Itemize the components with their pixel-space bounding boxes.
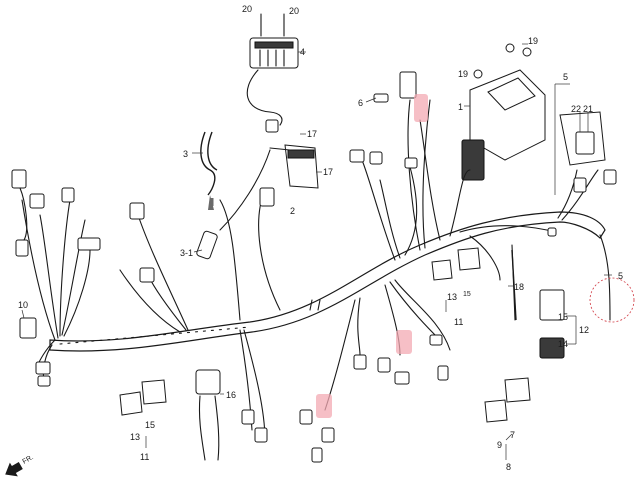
callout-5a: 5 xyxy=(563,72,568,82)
highlight-marks xyxy=(316,94,635,418)
center-connectors xyxy=(259,71,617,237)
callout-12: 12 xyxy=(579,325,589,335)
connector-left-6 xyxy=(129,202,145,220)
main-wire-harness xyxy=(49,211,606,352)
callout-16: 16 xyxy=(226,390,236,400)
relay-8 xyxy=(484,377,531,423)
callout-17a: 17 xyxy=(307,129,317,139)
callout-11b: 11 xyxy=(140,452,149,462)
leader-lines xyxy=(21,43,612,460)
callout-22: 22 xyxy=(571,104,581,114)
callout-1: 1 xyxy=(458,102,463,112)
highlight-center xyxy=(396,330,412,354)
connector-left-5 xyxy=(15,239,29,257)
callout-19a: 19 xyxy=(528,36,538,46)
callout-5b: 5 xyxy=(618,271,623,281)
connector-left-7 xyxy=(139,267,155,283)
sensor-3-1 xyxy=(196,149,271,260)
highlight-top xyxy=(414,94,428,122)
connector-left-3 xyxy=(61,187,75,203)
ecu-unit xyxy=(461,43,546,181)
callout-14: 14 xyxy=(558,339,568,349)
callout-2: 2 xyxy=(290,206,295,216)
callout-labels: 20 20 4 19 19 1 5 22 21 6 3 17 17 2 3-1 … xyxy=(18,4,623,472)
front-direction-arrow-icon: FR. xyxy=(5,454,35,477)
callout-6: 6 xyxy=(358,98,363,108)
callout-13b: 13 xyxy=(130,432,140,442)
relay-pair-upper xyxy=(431,247,481,281)
callout-4: 4 xyxy=(300,47,305,57)
relay-12 xyxy=(539,289,565,359)
relay-16 xyxy=(195,369,221,461)
front-label: FR. xyxy=(22,454,35,466)
callout-8: 8 xyxy=(506,462,511,472)
center-branch-wires xyxy=(219,99,611,321)
connector-left-2 xyxy=(29,193,45,209)
callout-15c: 15 xyxy=(145,420,155,430)
callout-3-1: 3-1 xyxy=(180,248,193,258)
callout-18: 18 xyxy=(514,282,524,292)
callout-17b: 17 xyxy=(323,167,333,177)
connector-left-9 xyxy=(37,375,51,387)
connector-6 xyxy=(399,71,417,99)
connector-left-8 xyxy=(35,361,51,375)
regulator-rectifier xyxy=(246,13,299,133)
connector-left-1 xyxy=(11,169,27,189)
callout-20a: 20 xyxy=(242,4,252,14)
callout-13a: 13 xyxy=(447,292,457,302)
relay-pair-lower xyxy=(119,379,167,416)
ignition-coil xyxy=(269,144,319,189)
highlight-circle-right xyxy=(589,277,635,323)
callout-15a: 15 xyxy=(463,291,471,298)
callout-11a: 11 xyxy=(454,317,463,327)
left-branch-wires xyxy=(21,199,189,381)
callout-19b: 19 xyxy=(458,69,468,79)
left-connectors xyxy=(11,169,155,387)
callout-21: 21 xyxy=(583,104,593,114)
connector-10 xyxy=(19,317,37,339)
callout-9: 9 xyxy=(497,440,502,450)
highlight-bottom xyxy=(316,394,332,418)
connector-left-4 xyxy=(77,237,101,251)
fuse-box xyxy=(559,111,606,166)
callout-3: 3 xyxy=(183,149,188,159)
callout-20b: 20 xyxy=(289,6,299,16)
clamp-18 xyxy=(511,249,517,321)
callout-10: 10 xyxy=(18,300,28,310)
lower-connectors xyxy=(241,334,449,463)
hose-3 xyxy=(200,131,218,196)
callout-15b: 15 xyxy=(558,312,568,322)
callout-7: 7 xyxy=(510,430,515,440)
